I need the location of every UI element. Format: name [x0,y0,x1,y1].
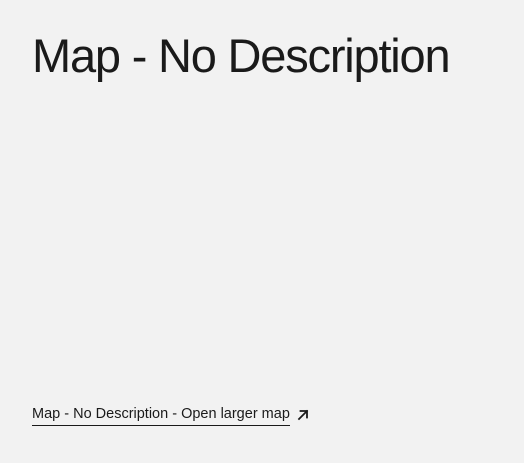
arrow-up-right-icon [296,408,310,422]
open-larger-map-label: Map - No Description - Open larger map [32,404,290,426]
open-larger-map-link[interactable]: Map - No Description - Open larger map [32,404,310,426]
map-embed[interactable] [32,112,492,382]
page-title: Map - No Description [32,29,451,82]
